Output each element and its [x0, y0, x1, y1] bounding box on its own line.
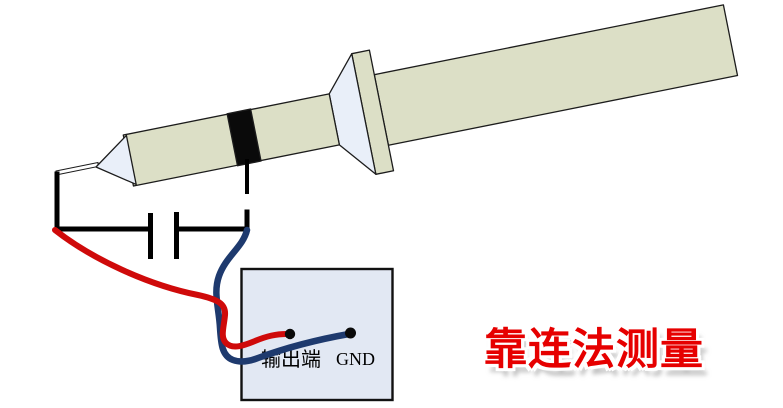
gnd-terminal-dot	[345, 327, 356, 339]
gnd-terminal-label: GND	[336, 349, 375, 369]
probe-needle-icon	[55, 161, 99, 176]
probe-band	[226, 108, 262, 167]
oscilloscope-probe	[95, 4, 739, 187]
circuit-board	[240, 267, 394, 402]
output-terminal-dot	[284, 328, 296, 340]
probe-handle	[373, 4, 739, 146]
ground-wire-blue	[213, 226, 353, 365]
probe-barrel	[122, 93, 341, 187]
caption-title: 靠连法测量	[484, 326, 704, 374]
signal-wire-red	[52, 227, 290, 350]
probe-tip-cone	[95, 134, 137, 186]
